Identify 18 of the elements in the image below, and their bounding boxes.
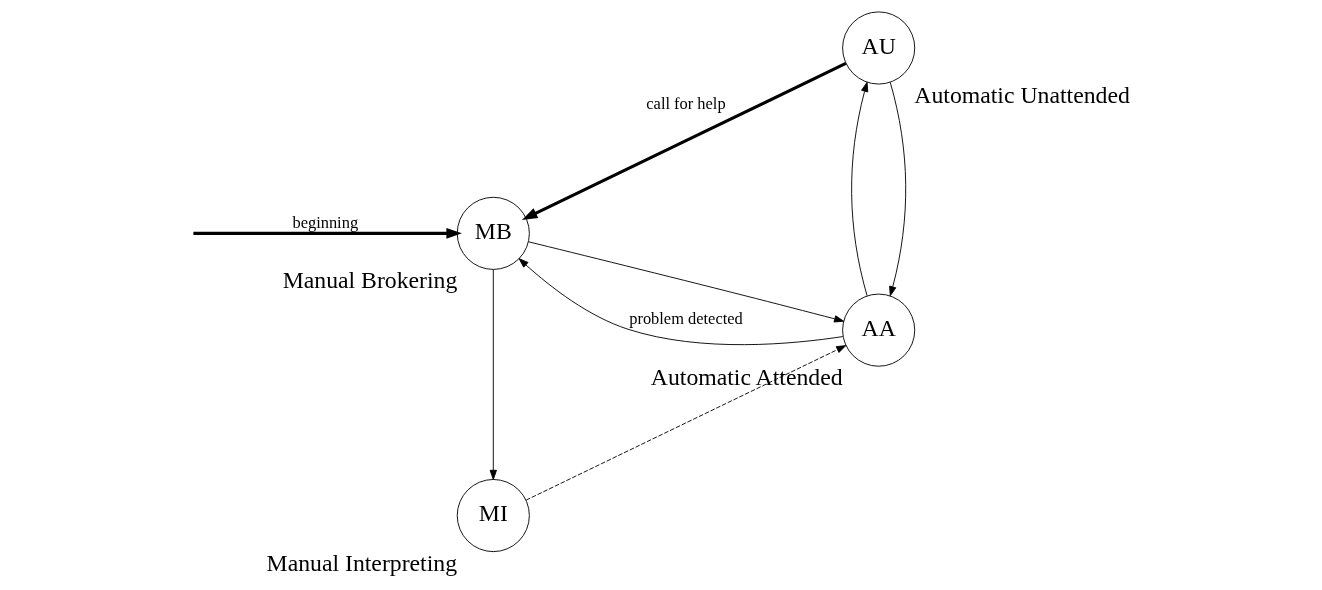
node-circle: MI — [456, 479, 530, 553]
node-label: Manual Interpreting — [266, 549, 458, 576]
node-label: Automatic Unattended — [914, 82, 1130, 109]
arrow — [525, 345, 847, 501]
edge-label: problem detected — [629, 309, 743, 329]
arrow — [851, 81, 869, 297]
arrow — [489, 269, 497, 480]
arrow — [889, 81, 907, 297]
node-label: Automatic Attended — [650, 364, 843, 391]
node-label: Manual Brokering — [282, 267, 458, 294]
arrow — [521, 61, 847, 220]
node-circle: AA — [842, 293, 916, 367]
edge-label: beginning — [292, 213, 359, 233]
arrow — [518, 258, 844, 346]
node-circle: AU — [842, 11, 916, 85]
arrow — [528, 241, 845, 323]
arrow — [193, 227, 462, 239]
edge-label: call for help — [646, 93, 726, 113]
